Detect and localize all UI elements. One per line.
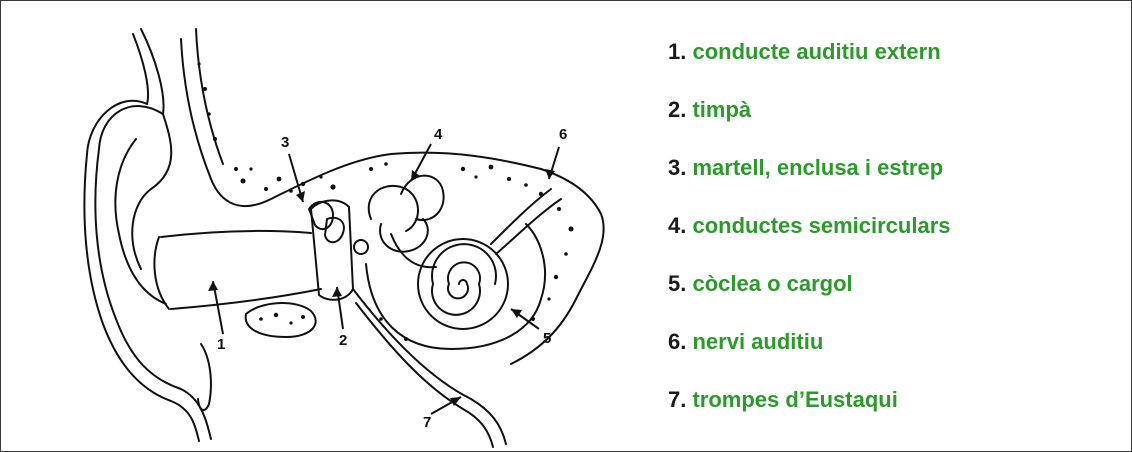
ear-canal-top xyxy=(161,231,311,237)
marker-7: 7 xyxy=(423,414,431,431)
legend-item-5: 5. còclea o cargol xyxy=(668,271,853,297)
legend-label: conductes semicirculars xyxy=(692,213,950,238)
ear-anatomy-diagram: 1 2 3 4 5 6 7 xyxy=(71,19,631,449)
arrowhead-1 xyxy=(208,281,218,291)
pinna-inner xyxy=(84,34,199,441)
ossicle-stirrup xyxy=(354,240,368,254)
marker-1: 1 xyxy=(217,336,225,353)
legend-item-6: 6. nervi auditiu xyxy=(668,329,823,355)
legend-number: 1. xyxy=(668,39,686,64)
antihelix xyxy=(115,139,166,304)
legend-label: còclea o cargol xyxy=(692,271,852,296)
legend-number: 4. xyxy=(668,213,686,238)
legend-label: trompes d’Eustaqui xyxy=(692,387,897,412)
cochlea-spiral xyxy=(432,244,496,315)
marker-2: 2 xyxy=(339,332,347,349)
ossicle-anvil xyxy=(325,218,344,243)
skull-bone-upper xyxy=(181,39,541,206)
arrowhead-2 xyxy=(332,287,342,297)
inner-ear-cavity xyxy=(366,224,545,349)
legend-number: 5. xyxy=(668,271,686,296)
skull-bone-top xyxy=(196,29,223,164)
legend-item-7: 7. trompes d’Eustaqui xyxy=(668,387,898,413)
ear-drawing: 1 2 3 4 5 6 7 xyxy=(71,19,631,449)
legend-label: martell, enclusa i estrep xyxy=(692,155,943,180)
canal-loop-1 xyxy=(369,186,418,231)
marker-5: 5 xyxy=(543,330,551,347)
legend-label: conducte auditiu extern xyxy=(692,39,940,64)
concha-fold xyxy=(132,114,171,269)
marker-3: 3 xyxy=(281,134,289,151)
legend-number: 7. xyxy=(668,387,686,412)
legend-number: 6. xyxy=(668,329,686,354)
canal-loop-2 xyxy=(401,176,444,220)
marker-6: 6 xyxy=(559,126,567,143)
legend-number: 3. xyxy=(668,155,686,180)
legend-item-4: 4. conductes semicirculars xyxy=(668,213,951,239)
legend-label: nervi auditiu xyxy=(692,329,823,354)
bone-lump xyxy=(246,303,316,337)
ear-lobe xyxy=(198,344,211,410)
temporal-bone-right xyxy=(511,169,604,364)
legend-item-1: 1. conducte auditiu extern xyxy=(668,39,941,65)
auditory-nerve-upper xyxy=(491,189,551,244)
legend-label: timpà xyxy=(692,97,751,122)
legend-number: 2. xyxy=(668,97,686,122)
legend-item-3: 3. martell, enclusa i estrep xyxy=(668,155,943,181)
ear-canal-bottom xyxy=(171,289,321,309)
canal-loop-3 xyxy=(380,219,428,252)
marker-4: 4 xyxy=(434,126,443,143)
legend-item-2: 2. timpà xyxy=(668,97,751,123)
